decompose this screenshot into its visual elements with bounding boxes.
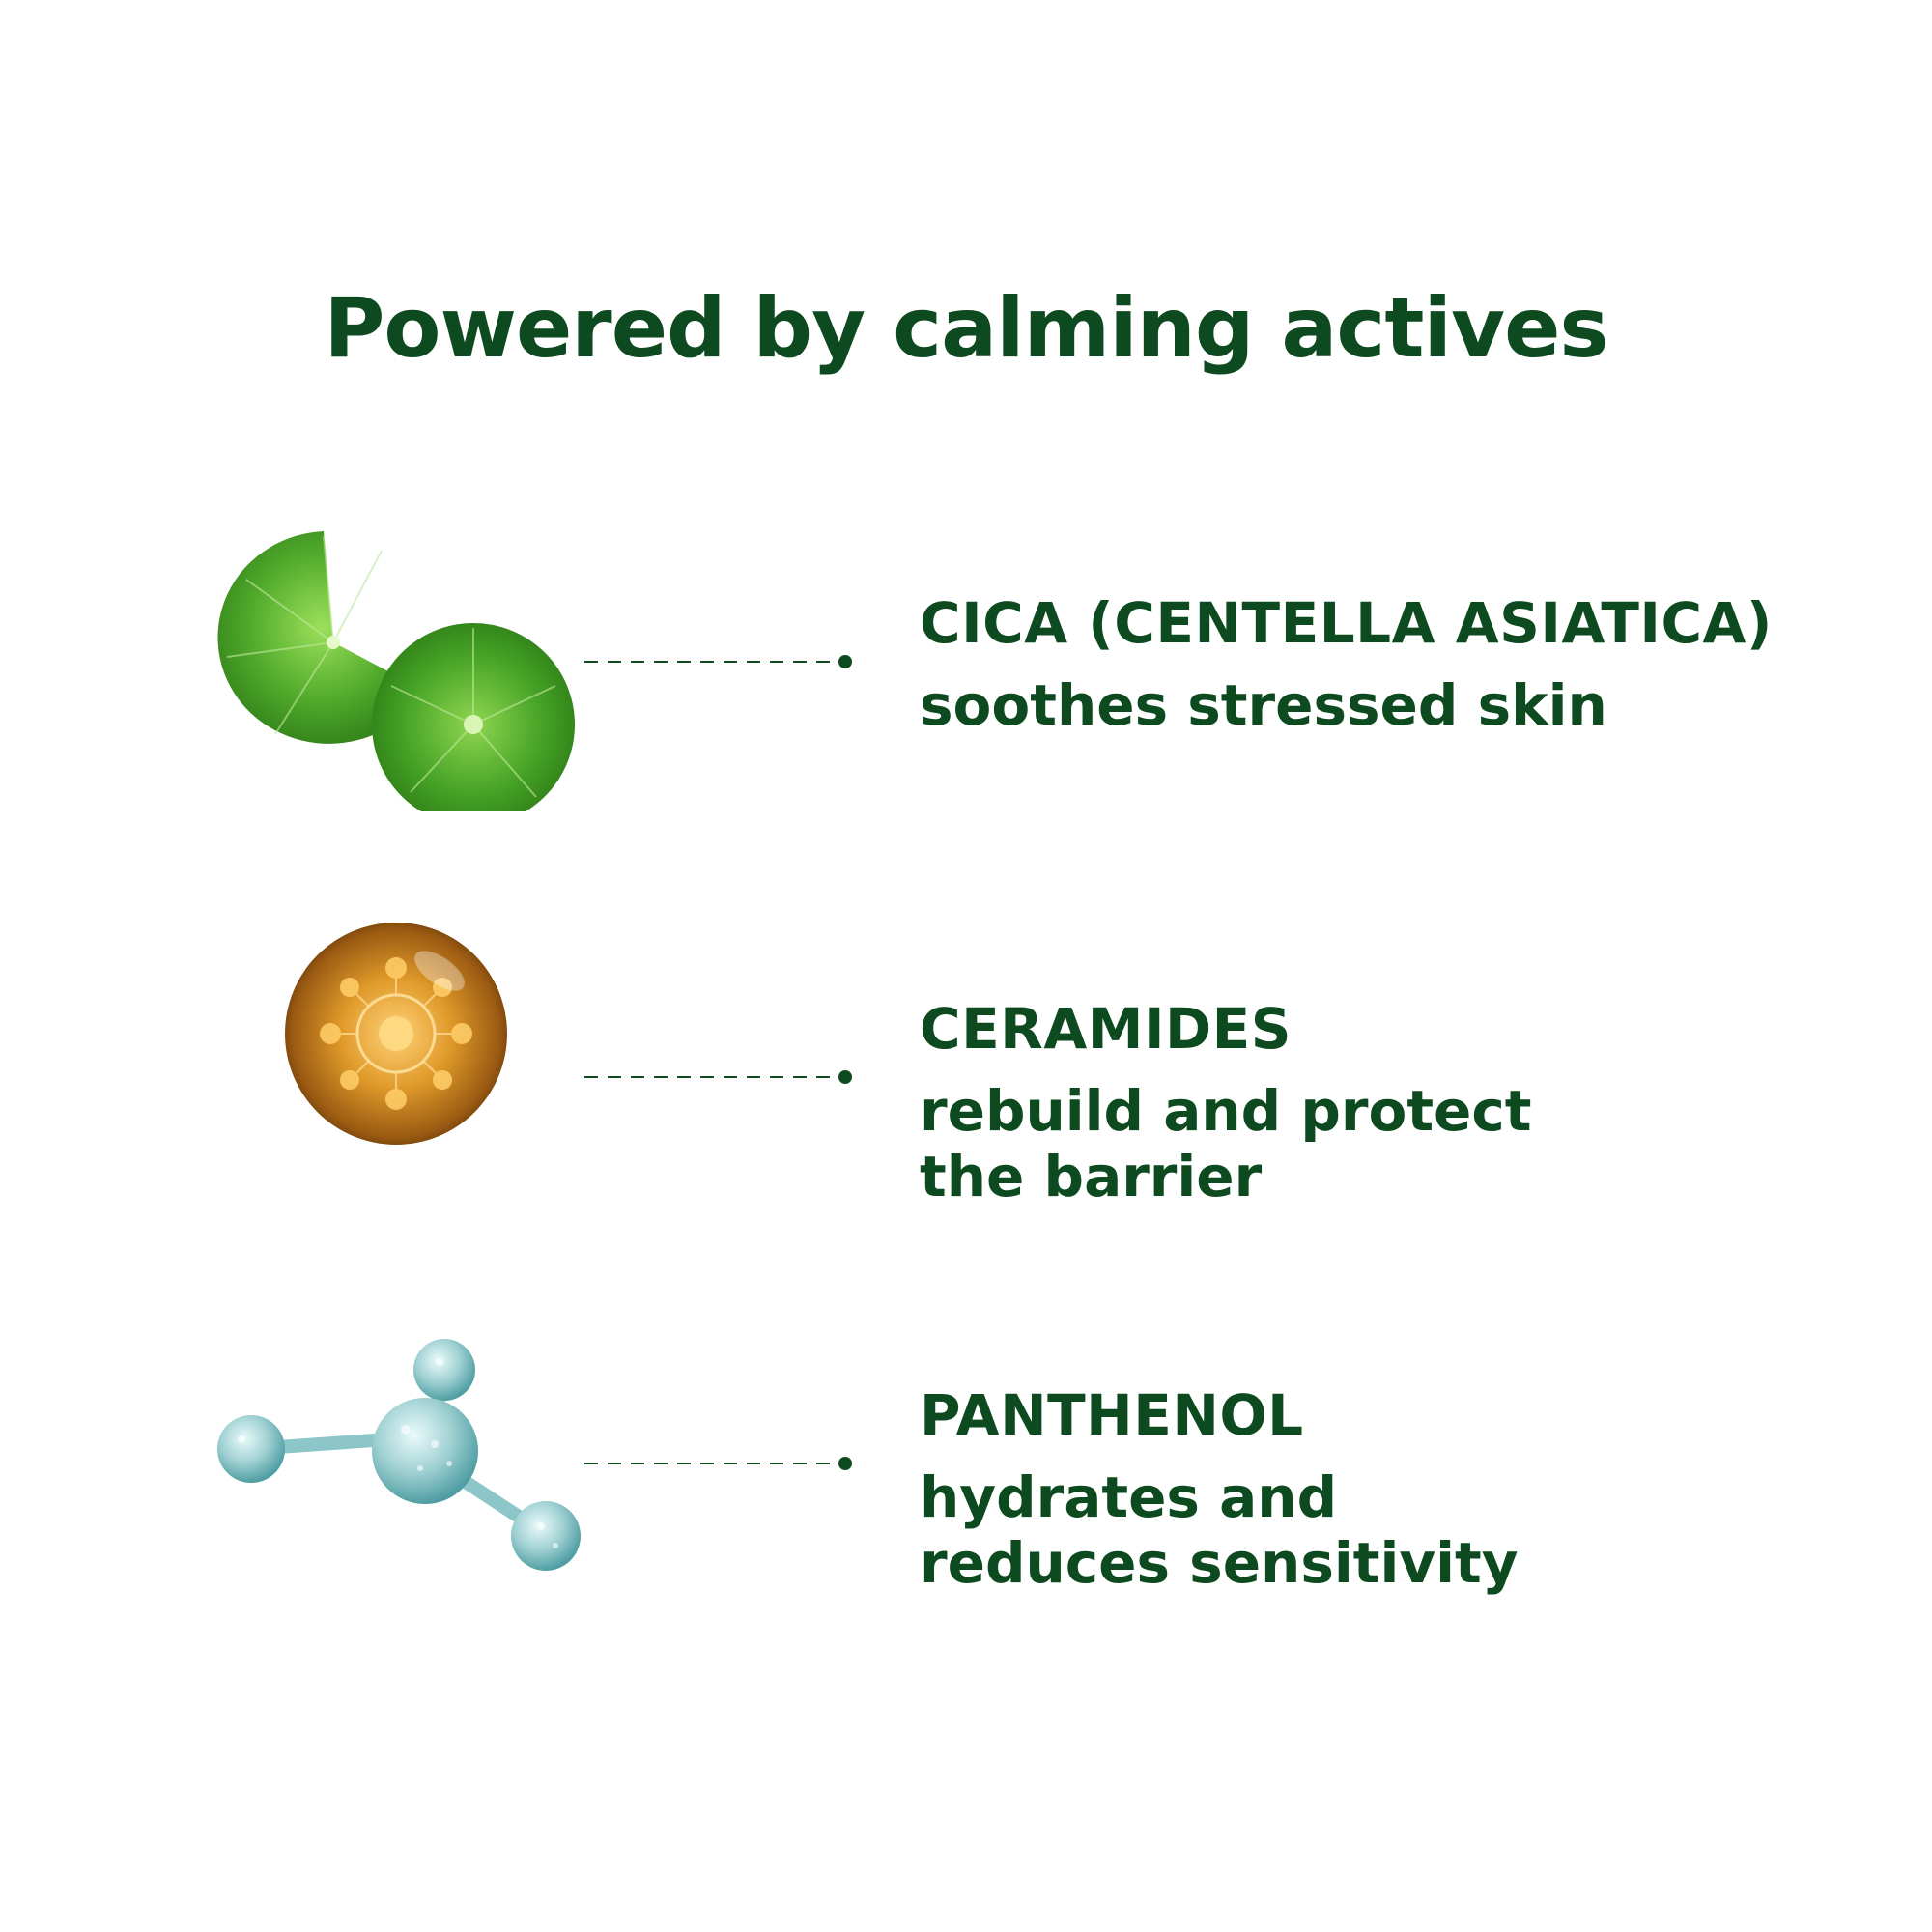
page-title: Powered by calming actives [324, 280, 1608, 377]
active-name: CICA (CENTELLA ASIATICA) [920, 590, 1773, 656]
active-name: CERAMIDES [920, 996, 1293, 1062]
active-item-panthenol: PANTHENOL hydrates and reduces sensitivi… [0, 1333, 1932, 1681]
panthenol-molecule-icon [217, 1339, 581, 1571]
active-item-cica: CICA (CENTELLA ASIATICA) soothes stresse… [0, 502, 1932, 850]
connector-line [584, 655, 852, 668]
connector-line [584, 1457, 852, 1470]
centella-leaves-icon [217, 531, 575, 811]
ceramide-droplet-icon [285, 923, 507, 1145]
active-item-ceramides: CERAMIDES rebuild and protect the barrie… [0, 918, 1932, 1265]
active-description: soothes stressed skin [920, 672, 1607, 738]
connector-line [584, 1070, 852, 1084]
active-description: hydrates and reduces sensitivity [920, 1464, 1519, 1596]
active-name: PANTHENOL [920, 1382, 1304, 1448]
active-description: rebuild and protect the barrier [920, 1078, 1532, 1209]
